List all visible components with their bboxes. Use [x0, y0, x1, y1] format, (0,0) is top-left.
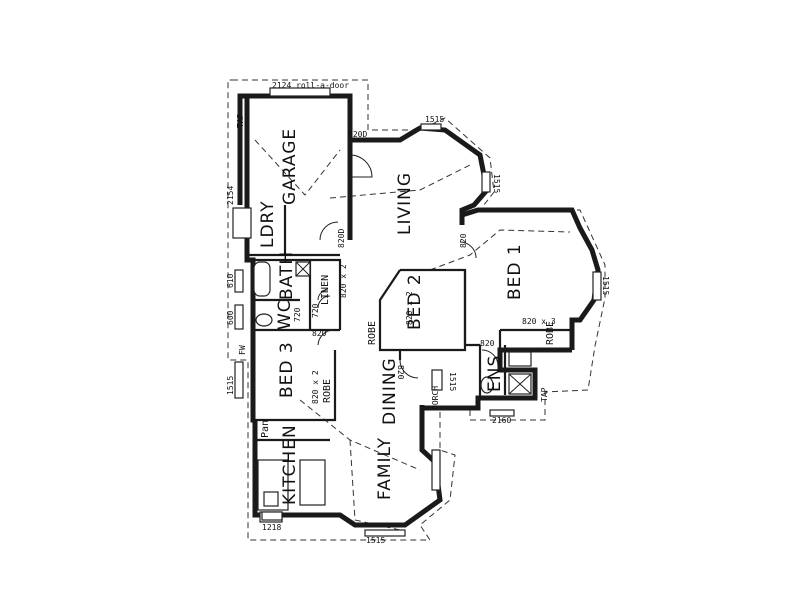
room-robe-bed2: ROBE	[367, 321, 378, 345]
room-pantry: Pan	[260, 420, 271, 438]
room-robe-bed1: ROBE	[545, 321, 556, 345]
wc-toilet	[255, 313, 273, 327]
door-820-ens: 820	[480, 339, 495, 348]
room-bed3: BED 3	[277, 341, 297, 398]
window-kitchen	[261, 511, 283, 521]
door-820-bed1-robe: 820 x 3	[522, 317, 556, 326]
garage-door-label: 2124 roll-a-door	[272, 81, 349, 90]
room-dining: DINING	[380, 357, 400, 425]
room-family: FAMILY	[375, 437, 395, 500]
window-1515-bed1-label: 1515	[601, 276, 610, 295]
door-swings	[317, 154, 499, 379]
windows	[234, 87, 602, 537]
window-1515-bottom-label: 1515	[366, 536, 385, 545]
window-1218-kitchen-label: 1218	[262, 523, 281, 532]
door-820-bed3: 820	[312, 329, 327, 338]
window-bath	[234, 269, 244, 293]
garage-door	[269, 87, 331, 97]
fixtures	[232, 207, 532, 523]
door-720-bath: 720	[311, 303, 320, 318]
room-bath: BATH	[277, 251, 297, 300]
bathtub	[253, 261, 271, 297]
window-dining	[431, 369, 443, 391]
door-820-bed2-robe: 820 x 2	[405, 291, 414, 325]
room-bed1: BED 1	[505, 243, 525, 300]
room-ensuite: ENS	[485, 355, 505, 392]
window-wc	[234, 304, 244, 330]
room-living: LIVING	[395, 172, 415, 235]
room-labels: GARAGE LDRY LIVING BATH LINEN WC BED 3 B…	[258, 128, 556, 505]
window-living-right	[481, 171, 491, 193]
window-family	[364, 529, 406, 537]
room-wc: WC	[275, 299, 295, 330]
door-820-laundry: 820D	[337, 229, 346, 248]
room-robe-bed3: ROBE	[322, 379, 333, 403]
tap-label-right: TAP	[540, 387, 549, 402]
window-610-bath-label: 610	[226, 273, 235, 288]
tap-label-top: TAP	[236, 113, 245, 128]
door-720-wc: 720	[293, 307, 302, 322]
door-820-bed3-robe: 820 x 2	[311, 370, 320, 404]
annotations: 2124 roll-a-door TAP TAP 820D 820D 820 8…	[226, 81, 610, 545]
kitchen-sink	[263, 491, 279, 507]
window-bed1	[592, 271, 602, 301]
laundry-tub	[232, 207, 252, 239]
window-living-top	[420, 123, 442, 131]
door-820-garage-top: 820D	[348, 130, 367, 139]
window-1515-ens-label: 1515	[448, 372, 457, 391]
window-1515-right-label: 1515	[492, 174, 501, 193]
door-820-bed2: 820	[396, 365, 405, 380]
room-garage: GARAGE	[280, 128, 300, 205]
room-linen: LINEN	[320, 275, 331, 305]
window-bed3	[234, 361, 244, 399]
door-820-living: 820	[459, 233, 468, 248]
ensuite-toilet	[480, 376, 494, 394]
fw-mark: FW	[238, 345, 247, 355]
window-1515-bed3-label: 1515	[226, 376, 235, 395]
door-820-linen: 820 x 2	[339, 264, 348, 298]
ensuite-basin	[508, 351, 532, 367]
window-2160-label: 2160	[492, 416, 511, 425]
room-bed2: BED 2	[405, 273, 425, 330]
room-laundry: LDRY	[258, 200, 278, 248]
window-2154-laundry-label: 2154	[226, 186, 235, 205]
window-1515-top-label: 1515	[425, 115, 444, 124]
window-600-wc-label: 600	[226, 310, 235, 325]
window-family-side	[431, 449, 441, 491]
window-ens	[489, 409, 515, 417]
porch-label: PORCH	[431, 386, 440, 410]
kitchen-island	[299, 459, 326, 506]
room-kitchen: KITCHEN	[280, 424, 300, 505]
